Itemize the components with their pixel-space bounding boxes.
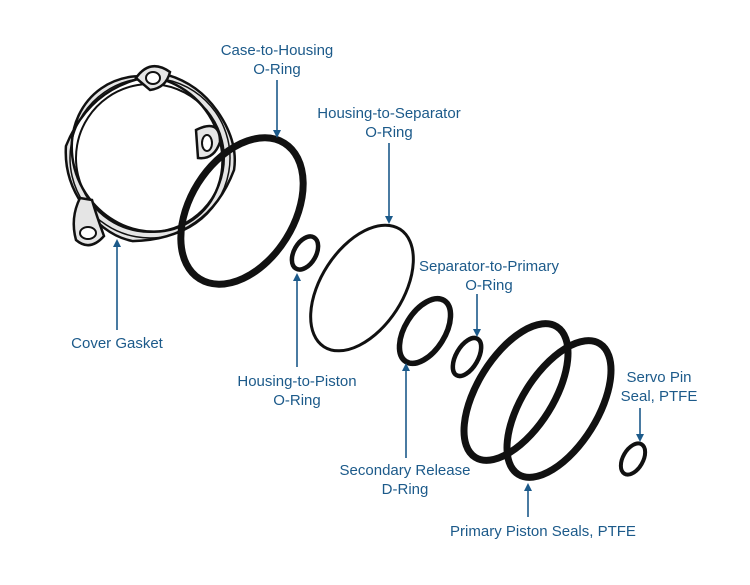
housing-to-separator-o-ring: [309, 223, 415, 353]
label-case-to-housing: Case-to-Housing O-Ring: [207, 41, 347, 79]
gasket-ear-top: [134, 65, 172, 92]
label-servo-pin-line2: Seal, PTFE: [620, 388, 698, 405]
label-housing-to-piston-line2: O-Ring: [273, 392, 321, 409]
label-cover-gasket: Cover Gasket: [57, 334, 177, 353]
label-servo-pin: Servo Pin Seal, PTFE: [609, 368, 709, 406]
label-housing-to-separator-line2: O-Ring: [365, 124, 413, 141]
secondary-release-d-ring: [396, 295, 454, 367]
gasket-ear-right: [194, 124, 222, 160]
label-housing-to-separator: Housing-to-Separator O-Ring: [304, 104, 474, 142]
label-secondary-release: Secondary Release D-Ring: [326, 461, 484, 499]
label-housing-to-piston-line1: Housing-to-Piston: [237, 373, 357, 390]
label-secondary-release-line1: Secondary Release: [339, 462, 471, 479]
gasket-ear-left: [72, 196, 106, 247]
primary-piston-seal-1: [460, 320, 572, 464]
label-separator-to-primary-line1: Separator-to-Primary: [418, 258, 560, 275]
label-separator-to-primary-line2: O-Ring: [465, 277, 513, 294]
label-separator-to-primary: Separator-to-Primary O-Ring: [408, 257, 570, 295]
label-servo-pin-line1: Servo Pin: [626, 369, 692, 386]
servo-pin-seal: [618, 441, 648, 477]
label-housing-to-piston: Housing-to-Piston O-Ring: [222, 372, 372, 410]
label-secondary-release-line2: D-Ring: [381, 481, 429, 498]
label-housing-to-separator-line1: Housing-to-Separator: [317, 105, 461, 122]
label-case-to-housing-line1: Case-to-Housing: [220, 42, 334, 59]
label-cover-gasket-line1: Cover Gasket: [71, 335, 163, 352]
label-case-to-housing-line2: O-Ring: [253, 61, 301, 78]
label-primary-piston-line1: Primary Piston Seals, PTFE: [450, 523, 636, 540]
label-primary-piston: Primary Piston Seals, PTFE: [438, 522, 648, 541]
housing-to-piston-o-ring: [289, 234, 321, 272]
primary-piston-seal-2: [503, 337, 615, 481]
case-to-housing-o-ring: [177, 134, 307, 288]
separator-to-primary-o-ring: [450, 335, 484, 379]
